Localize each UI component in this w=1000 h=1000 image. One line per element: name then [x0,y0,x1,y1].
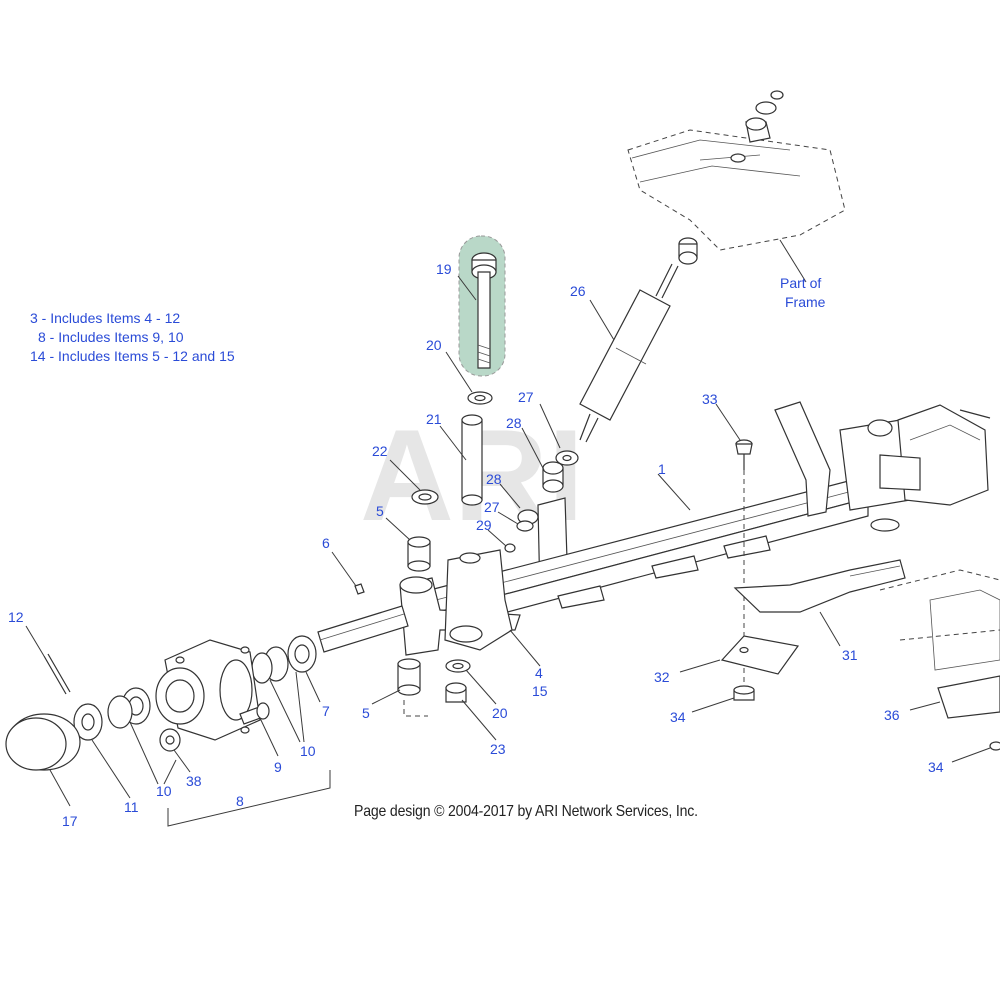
bracket-line-8 [167,770,331,827]
callout-5-lower: 5 [362,705,370,721]
callout-32: 32 [654,669,670,685]
plate-36 [937,675,1000,751]
callout-31: 31 [842,647,858,663]
spindle-shaft [317,605,409,653]
callout-36: 36 [884,707,900,723]
callout-26: 26 [570,283,586,299]
bolt-9 [239,702,270,725]
callout-11: 11 [124,799,139,815]
callout-1: 1 [658,461,666,477]
note-item-8: 8 - Includes Items 9, 10 [38,329,184,345]
callout-10-right: 10 [300,743,316,759]
wheel-hub [155,639,261,741]
callout-19: 19 [436,261,452,277]
upper-mount-hardware [745,90,784,143]
callout-20-lower: 20 [492,705,508,721]
castle-nut-11 [73,703,103,741]
callout-21: 21 [426,411,442,427]
callout-34-left: 34 [670,709,686,725]
bearing-10 [107,687,151,729]
shock-absorber [579,237,698,443]
callout-6: 6 [322,535,330,551]
copyright-notice: Page design © 2004-2017 by ARI Network S… [354,803,698,820]
steering-arm [733,559,1000,671]
callout-12: 12 [8,609,24,625]
note-item-14: 14 - Includes Items 5 - 12 and 15 [30,348,235,364]
callout-33: 33 [702,391,718,407]
callout-27-lower: 27 [484,499,500,515]
axle-beam [429,401,869,631]
callout-10-left: 10 [156,783,172,799]
dust-cap-17 [5,713,81,771]
callout-8: 8 [236,793,244,809]
callout-9: 9 [274,759,282,775]
steering-knuckle [354,235,521,717]
frame-section [627,129,846,251]
callout-5-upper: 5 [376,503,384,519]
shock-bushings [504,450,579,553]
callout-23: 23 [490,741,506,757]
callout-15: 15 [532,683,548,699]
cotter-pin-12 [43,653,71,695]
callout-29: 29 [476,517,492,533]
callout-27-upper: 27 [518,389,534,405]
right-spindle-assembly [839,404,991,532]
callout-28-lower: 28 [486,471,502,487]
leader-lines [25,239,991,807]
frame-label-line-2: Frame [785,294,826,310]
callout-numbers: 1 4 15 5 5 6 7 8 9 10 10 11 12 17 19 20 … [8,261,944,829]
plate-32 [720,635,800,701]
callout-38: 38 [186,773,202,789]
callout-28-upper: 28 [506,415,522,431]
nut-38 [159,728,181,752]
note-item-3: 3 - Includes Items 4 - 12 [30,310,181,326]
callout-34-right: 34 [928,759,944,775]
frame-label-line-1: Part of [780,275,821,291]
callout-20-upper: 20 [426,337,442,353]
seal-7 [251,635,317,684]
callout-4: 4 [535,665,543,681]
callout-22: 22 [372,443,388,459]
callout-17: 17 [62,813,78,829]
callout-7: 7 [322,703,330,719]
